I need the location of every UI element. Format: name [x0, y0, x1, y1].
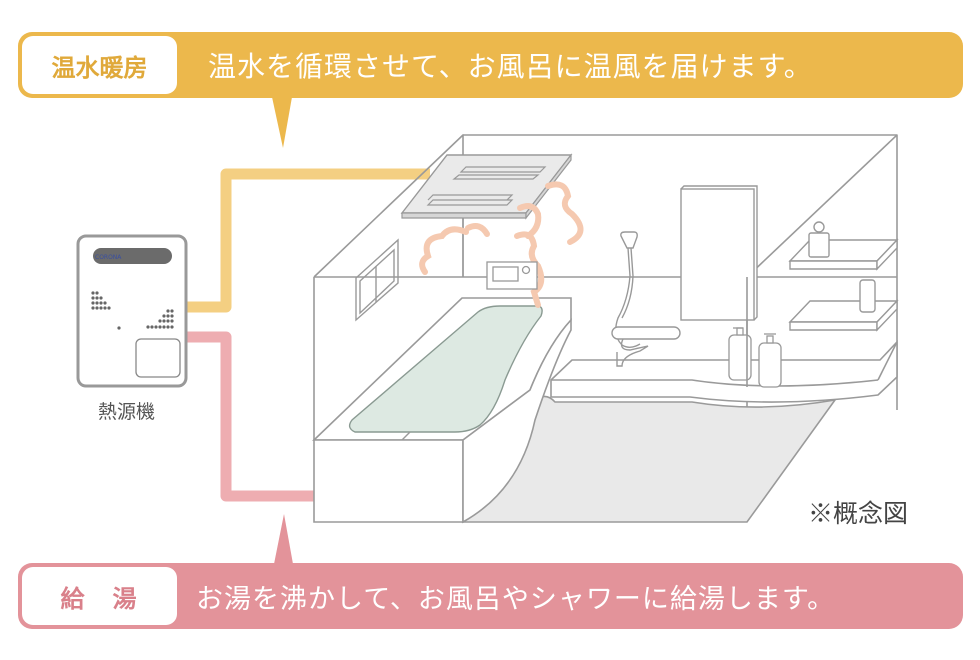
- hot-water-pipe: [186, 331, 316, 502]
- wall-remote-controller: [486, 261, 538, 290]
- bath-water: [348, 305, 543, 433]
- wash-counter: [550, 339, 898, 403]
- hot-water-banner-pointer: [274, 514, 293, 564]
- concept-diagram-note: ※概念図: [808, 499, 909, 528]
- heating-banner-pointer: [272, 97, 292, 148]
- heating-tag: 温水暖房: [22, 36, 177, 94]
- heating-pipe: [186, 168, 430, 313]
- water-heater-icon: CORONA: [76, 234, 188, 388]
- warm-air-icon: [419, 181, 584, 308]
- heat-source-label: 熱源機: [98, 401, 156, 423]
- shower: [611, 231, 681, 367]
- hot-water-banner: 給 湯 お湯を沸かして、お風呂やシャワーに給湯します。: [18, 563, 963, 629]
- heating-banner: 温水暖房 温水を循環させて、お風呂に温風を届けます。: [18, 32, 963, 98]
- svg-text:CORONA: CORONA: [95, 254, 122, 261]
- room-right-diagonal: [746, 134, 898, 278]
- hot-water-tag: 給 湯: [22, 567, 177, 625]
- mirror: [680, 185, 758, 321]
- shelves: [788, 221, 899, 332]
- window: [355, 238, 399, 322]
- hot-water-message: お湯を沸かして、お風呂やシャワーに給湯します。: [196, 583, 836, 615]
- bottles: [728, 277, 782, 388]
- bathtub: [312, 297, 572, 524]
- heating-message: 温水を循環させて、お風呂に温風を届けます。: [208, 50, 813, 83]
